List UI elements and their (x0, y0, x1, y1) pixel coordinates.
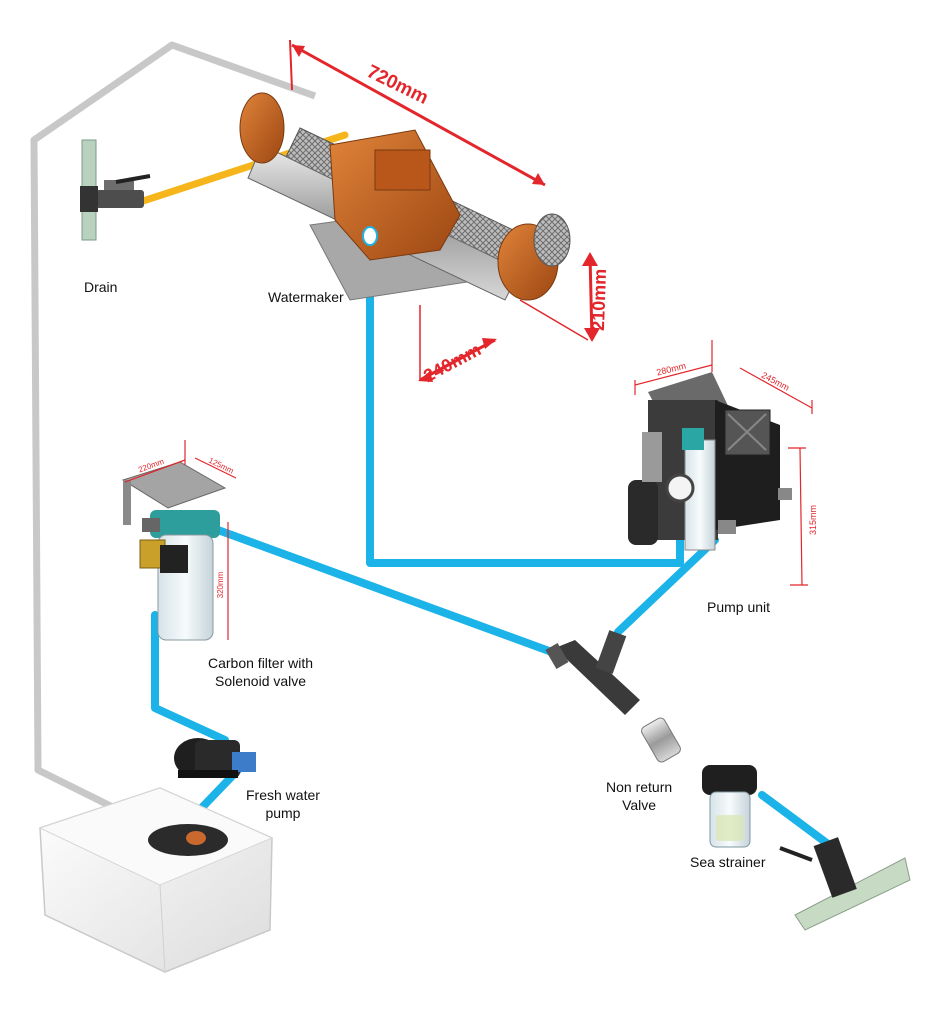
fresh-water-tank (38, 787, 274, 973)
sea-strainer (702, 765, 757, 848)
dim-filter-height: 320mm (216, 571, 225, 598)
label-non-return-line1: Non return (606, 779, 673, 795)
label-fresh-water-pump: Fresh water pump (246, 786, 320, 822)
tee-fitting (545, 630, 640, 715)
label-fresh-water-pump-line1: Fresh water (246, 787, 320, 803)
label-carbon-filter: Carbon filter with Solenoid valve (208, 654, 313, 690)
label-carbon-filter-line1: Carbon filter with (208, 655, 314, 671)
watermaker-dimensions (289, 39, 600, 382)
label-fresh-water-pump-line2: pump (265, 805, 301, 821)
label-non-return-line2: Valve (622, 797, 657, 813)
dim-watermaker-width: 240mm (420, 339, 484, 386)
watermaker-unit (239, 92, 571, 301)
label-sea-strainer: Sea strainer (690, 854, 766, 870)
non-return-valve (641, 717, 681, 763)
label-watermaker: Watermaker (268, 289, 344, 305)
filter-dimensions (124, 440, 237, 640)
dim-pump-height: 315mm (808, 505, 818, 535)
pump-dimensions (634, 340, 813, 586)
seacock (779, 837, 911, 931)
label-carbon-filter-line2: Solenoid valve (214, 673, 307, 689)
label-non-return-valve: Non return Valve (606, 778, 672, 814)
label-pump-unit: Pump unit (707, 599, 771, 615)
fresh-water-pump (174, 738, 256, 778)
seawater-pipes (151, 236, 836, 851)
dim-watermaker-height: 210mm (588, 268, 610, 331)
pump-unit (628, 372, 792, 551)
drain-valve (80, 139, 151, 241)
carbon-filter (121, 461, 227, 641)
dim-filter-depth: 125mm (207, 456, 235, 476)
freshwater-return-line (30, 41, 317, 842)
label-drain: Drain (84, 279, 118, 295)
